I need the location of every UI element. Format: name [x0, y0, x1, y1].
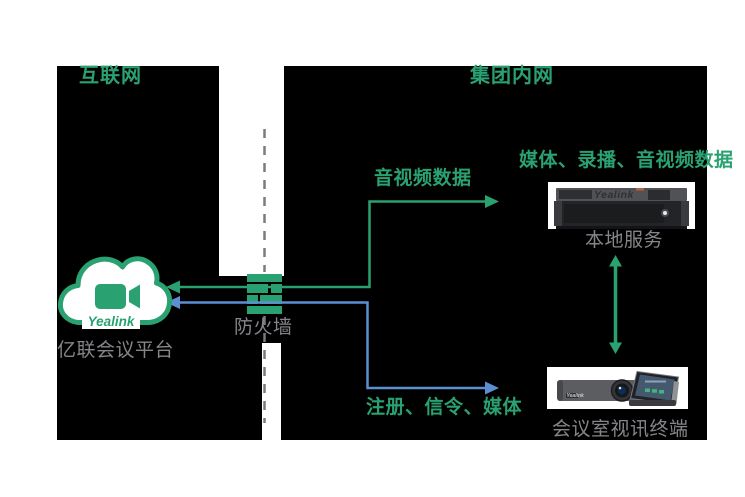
blue-arrowhead-right-icon: [485, 381, 499, 395]
green-arrowhead-left-icon: [166, 280, 180, 294]
server-image: [548, 182, 695, 229]
cloud-icon: [57, 256, 173, 325]
video-camera-icon: [95, 284, 140, 309]
firewall-bricks-icon: [247, 274, 282, 314]
intranet-zone-title: 集团内网: [470, 65, 554, 87]
blue-flow-line: [179, 301, 487, 390]
register-signal-media-flow-label: 注册、信令、媒体: [366, 397, 523, 418]
boundary-channel: [262, 343, 281, 440]
blue-arrowhead-left-icon: [166, 296, 180, 309]
sync-double-arrow-icon: [609, 255, 622, 354]
firewall-label: 防火墙: [234, 317, 293, 338]
cloud-yealink-logo: Yealink: [82, 315, 140, 329]
room-terminal-label: 会议室视讯终端: [552, 419, 689, 440]
internet-zone-bg: [57, 66, 219, 440]
terminal-yealink-logo: Yealink: [566, 392, 584, 399]
green-arrowhead-right-icon: [485, 195, 499, 208]
cloud-platform-label: 亿联会议平台: [57, 340, 175, 361]
audio-video-flow-label: 音视频数据: [374, 168, 472, 189]
local-server-label: 本地服务: [585, 230, 664, 251]
green-flow-line: [179, 200, 487, 289]
terminal-image: [547, 367, 688, 409]
server-yealink-logo: Yealink: [594, 189, 634, 201]
internet-zone-title: 互联网: [79, 65, 142, 87]
media-recording-flow-label: 媒体、录播、音视频数据: [519, 150, 734, 171]
